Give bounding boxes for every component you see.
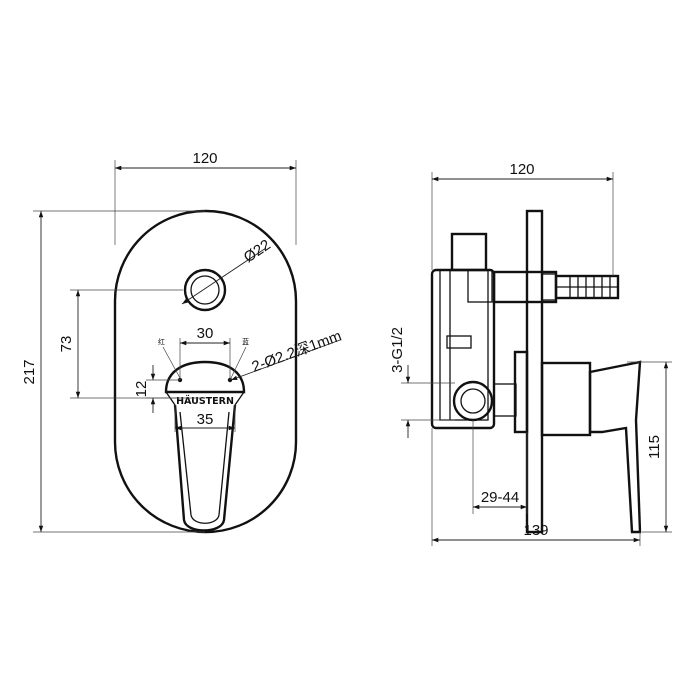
handle-height-label: 115 [646,435,663,459]
diverter-button-inner [190,275,220,305]
brand-logo: HÄUSTERN [176,396,234,407]
front-view: HÄUSTERN 120 217 Ø22 73 30 红 蓝 2-Ø2.2深1m… [21,150,344,534]
handle-base [164,360,246,394]
inlet-label: 3-G1/2 [389,327,406,373]
side-inlet-inner [460,388,486,414]
handle-offset-label: 12 [133,381,150,398]
side-inlet-outer [452,380,494,422]
diverter-button [183,268,227,312]
total-depth-label: 139 [523,522,548,539]
wall-plate [525,209,544,534]
cartridge [513,350,529,434]
front-height-label: 217 [21,359,38,384]
cold-marker: 蓝 [242,337,249,346]
hot-marker: 红 [158,337,165,346]
side-width-label: 120 [509,161,534,178]
handle-lever [173,404,237,532]
escutcheon-plate [113,209,298,534]
front-width-label: 120 [192,150,217,167]
handle-lever-inner [179,411,230,524]
diverter-shaft [492,270,558,304]
handle-spacing-label: 30 [197,325,214,342]
depth-range-label: 29-44 [481,489,519,506]
top-inlet [450,232,488,272]
handle-width-label: 35 [197,411,214,428]
button-to-handle-label: 73 [58,336,75,353]
handle-hub [540,361,592,437]
side-view: 120 3-G1/2 29-44 139 115 [389,161,672,546]
side-handle-lever [588,360,642,534]
